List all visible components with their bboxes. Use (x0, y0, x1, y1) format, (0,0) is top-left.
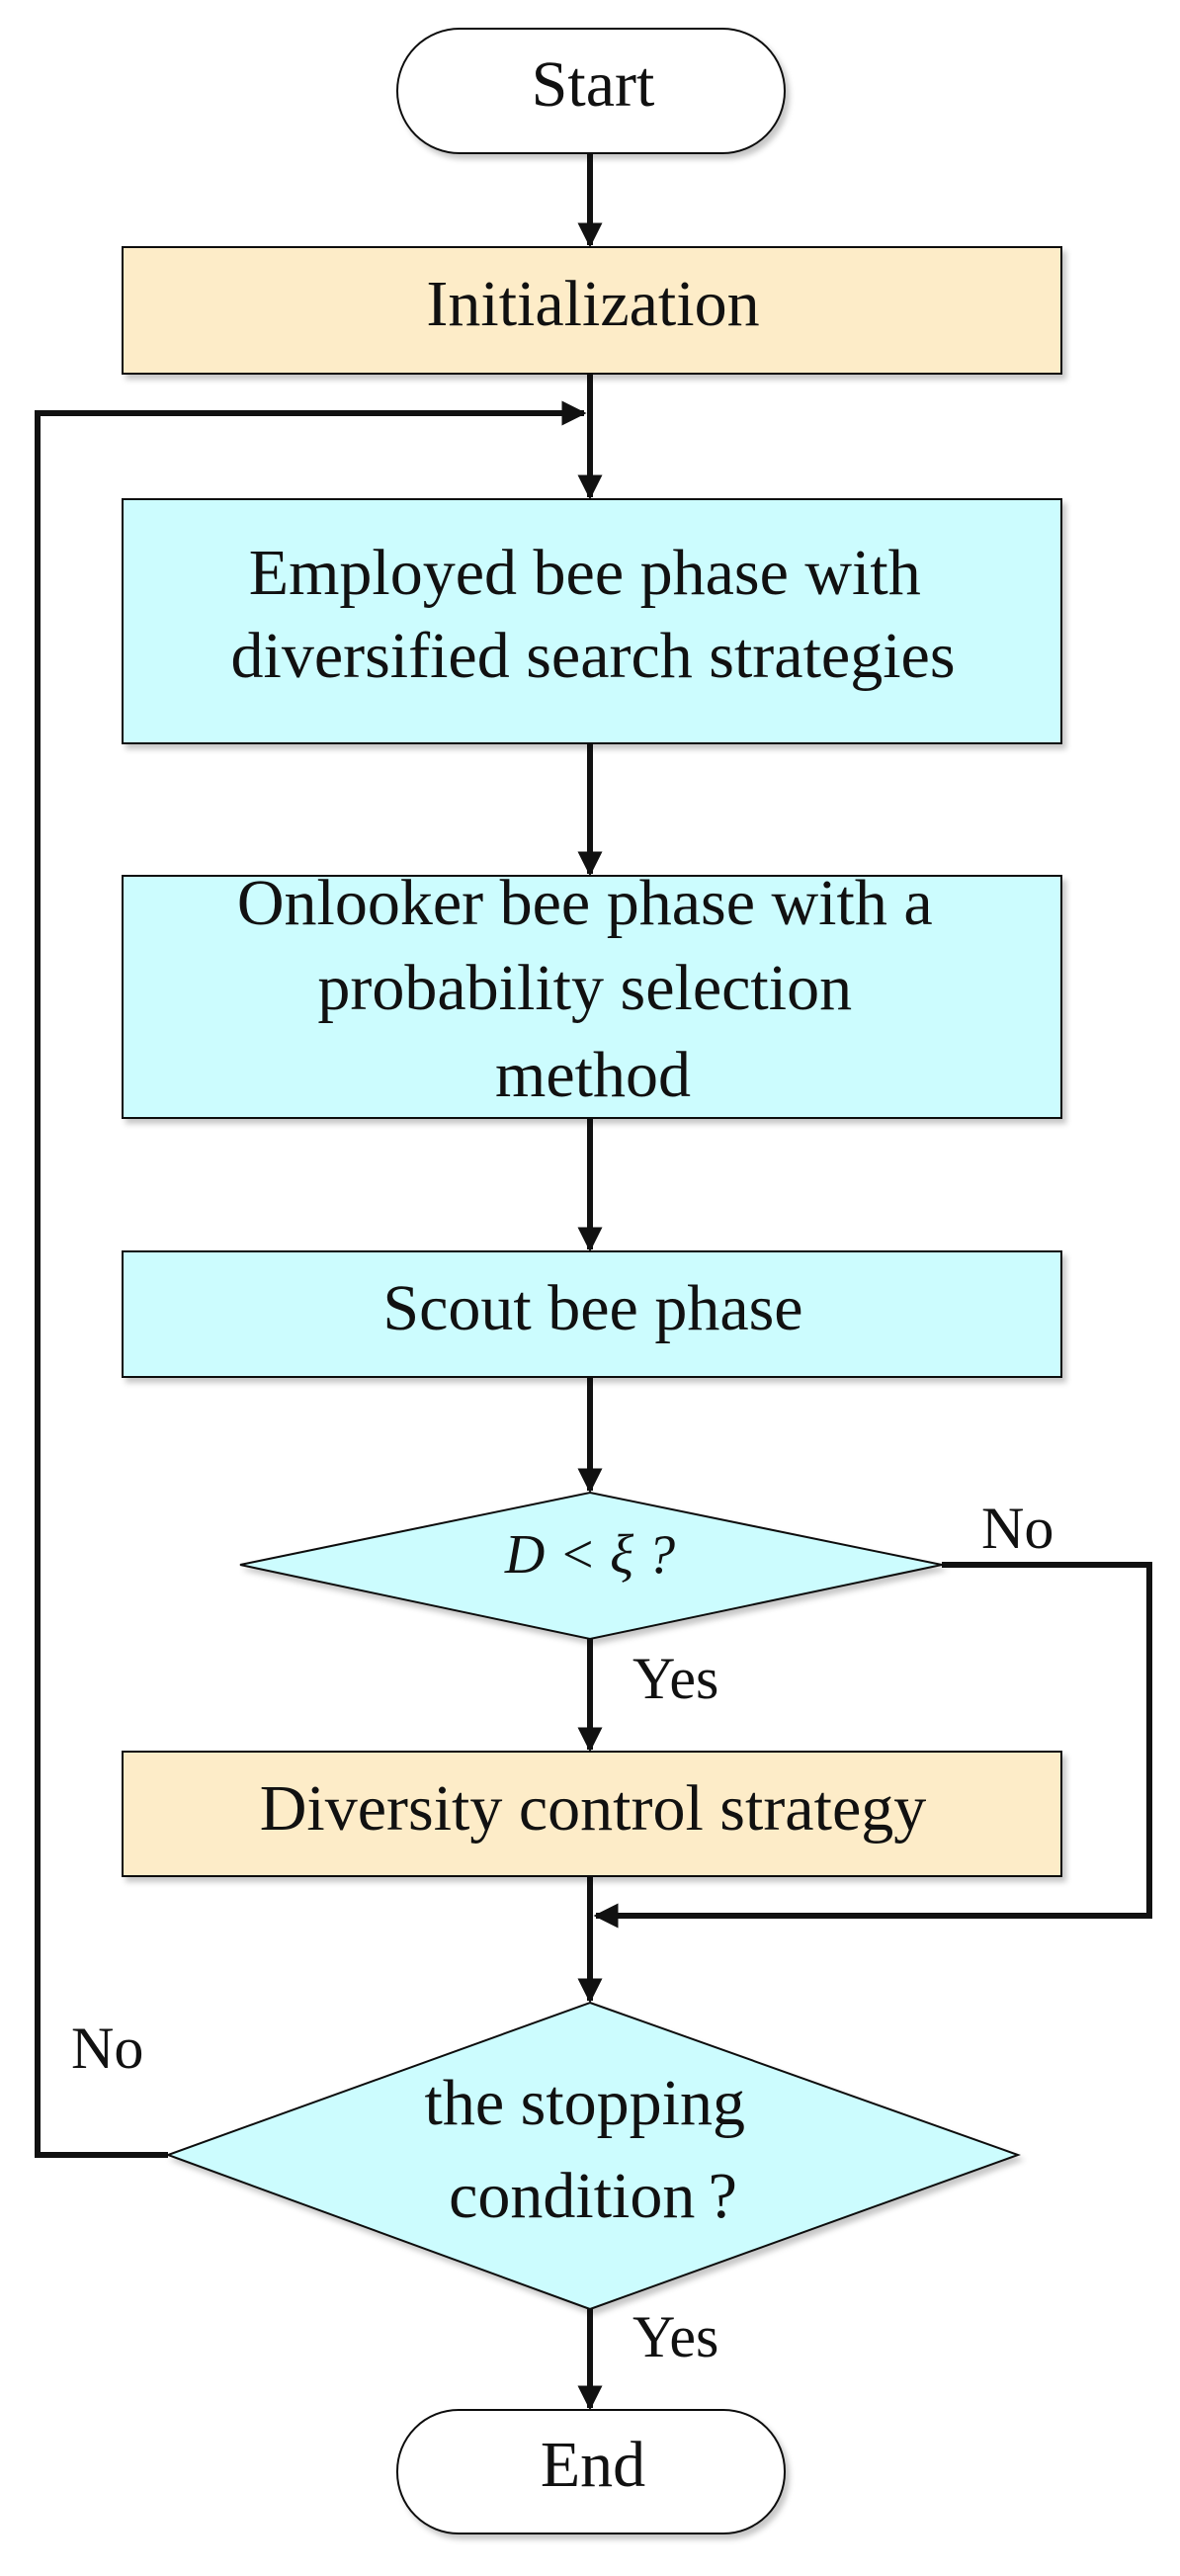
stop-no-label: No (71, 2016, 143, 2081)
arrow-check-no-bypass (593, 1562, 1152, 1929)
stopping-decision-label: the stopping condition ? (425, 2067, 762, 2232)
diversity-decision (239, 1491, 943, 1641)
arrow-stop-no-loop (35, 400, 587, 2158)
employed-bee-box (122, 498, 1062, 744)
employed-bee-label-line-2: diversified search strategies (230, 620, 955, 692)
scout-bee-box (122, 1250, 1062, 1378)
end-label: End (541, 2429, 645, 2501)
initialization-box (122, 246, 1062, 375)
onlooker-bee-label-line-3: method (495, 1039, 691, 1111)
end-terminal (396, 2409, 786, 2534)
onlooker-bee-label: Onlooker bee phase with a probability se… (237, 867, 949, 1111)
start-terminal (396, 28, 786, 154)
diversity-decision-label: D < ξ ? (504, 1524, 675, 1586)
diversity-control-box (122, 1751, 1062, 1877)
start-label: Start (532, 48, 655, 121)
onlooker-bee-label-line-2: probability selection (317, 952, 852, 1024)
stop-yes-label: Yes (632, 2304, 718, 2369)
employed-bee-label: Employed bee phase with diversified sear… (230, 537, 955, 692)
initialization-label: Initialization (426, 268, 759, 340)
scout-bee-label: Scout bee phase (382, 1272, 802, 1344)
stopping-decision-label-line-1: the stopping (425, 2067, 746, 2139)
stopping-decision (165, 2001, 1021, 2311)
diversity-no-label: No (981, 1496, 1054, 1561)
stopping-decision-label-line-2: condition ? (449, 2160, 737, 2232)
onlooker-bee-label-line-1: Onlooker bee phase with a (237, 867, 933, 939)
onlooker-bee-box (122, 875, 1062, 1119)
diversity-yes-label: Yes (632, 1646, 718, 1711)
diversity-control-label: Diversity control strategy (260, 1772, 927, 1845)
employed-bee-label-line-1: Employed bee phase with (249, 537, 921, 609)
